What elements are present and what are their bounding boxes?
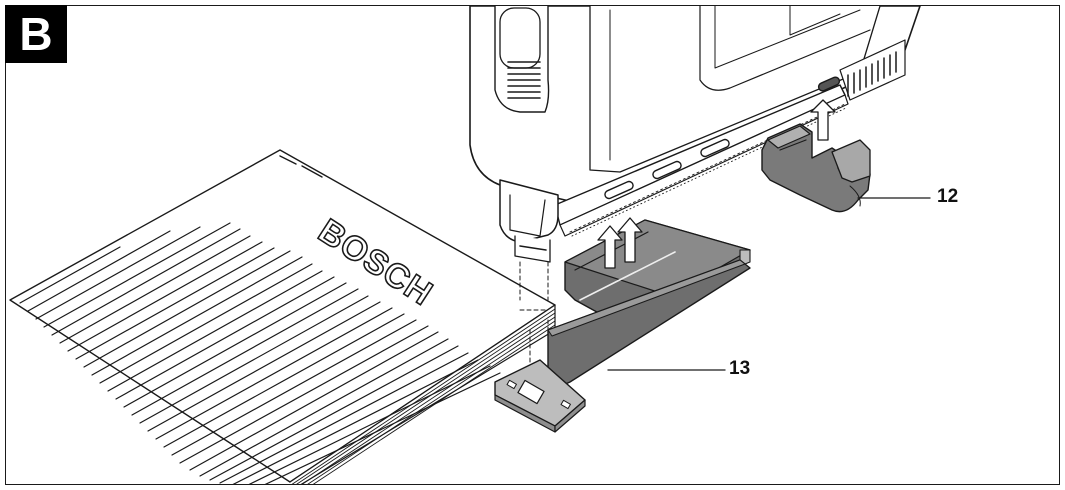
figure-frame: [5, 5, 1060, 485]
callout-13: 13: [729, 358, 751, 379]
manual-book: [9, 149, 556, 484]
arrow-up-12: [810, 99, 836, 141]
panel-label: B: [5, 5, 67, 63]
foot-piece: [494, 359, 586, 433]
part-12-guard: [761, 123, 871, 213]
callout-12: 12: [937, 186, 959, 207]
manual-text-lines: [19, 222, 501, 484]
jigsaw-body: [469, 6, 921, 263]
arrows-up-insert: [597, 217, 643, 269]
